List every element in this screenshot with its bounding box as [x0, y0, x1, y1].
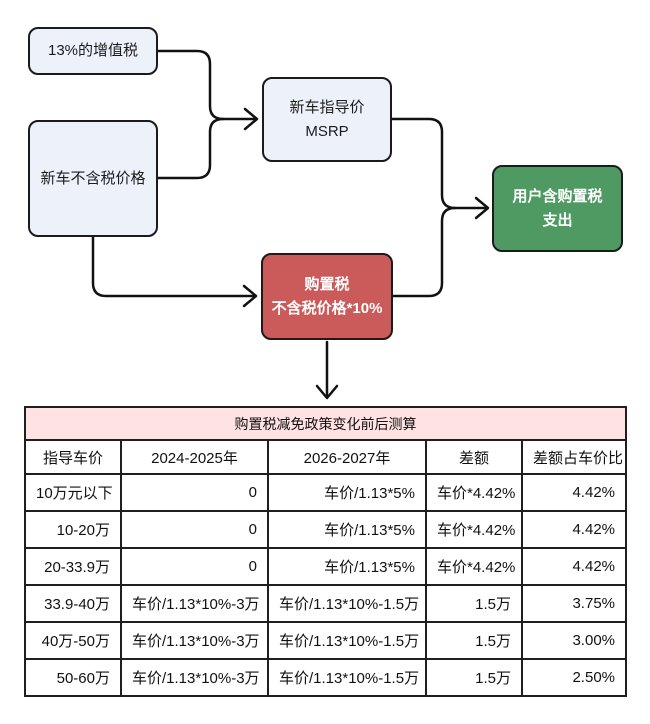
cell-price-band: 50-60万 [24, 658, 122, 697]
table-header-row: 指导车价 2024-2025年 2026-2027年 差额 差额占车价比 [24, 439, 628, 475]
table-row: 10-20万 0 车价/1.13*5% 车价*4.42% 4.42% [24, 510, 628, 549]
cell-2026-2027: 车价/1.13*5% [267, 473, 427, 512]
cell-price-band: 10-20万 [24, 510, 122, 549]
cell-difference: 1.5万 [425, 621, 523, 660]
cell-diff-ratio: 2.50% [520, 658, 628, 697]
node-user-cost-line2: 支出 [542, 211, 573, 229]
cell-2026-2027: 车价/1.13*10%-1.5万 [267, 658, 427, 697]
node-pretax-price: 新车不含税价格 [28, 120, 158, 237]
arrow-pretax-to-tax [91, 235, 255, 298]
cell-difference: 1.5万 [425, 584, 523, 623]
node-purchase-tax-line2: 不含税价格*10% [271, 299, 383, 317]
purchase-tax-flowchart: 13%的增值税 新车不含税价格 新车指导价 MSRP 购置税 不含税价格*10%… [28, 27, 623, 400]
col-header-diff-ratio: 差额占车价比 [520, 439, 628, 475]
col-header-price: 指导车价 [24, 439, 122, 475]
cell-2024-2025: 车价/1.13*10%-3万 [120, 658, 269, 697]
arrowhead-user [474, 196, 490, 220]
cell-difference: 车价*4.42% [425, 473, 523, 512]
tax-policy-table: 购置税减免政策变化前后测算 指导车价 2024-2025年 2026-2027年… [23, 406, 628, 697]
arrow-vat-to-msrp [156, 49, 256, 121]
cell-2024-2025: 0 [120, 473, 269, 512]
cell-difference: 1.5万 [425, 658, 523, 697]
arrow-tax-to-user [391, 206, 457, 298]
cell-2024-2025: 0 [120, 510, 269, 549]
arrowhead-msrp [243, 107, 259, 131]
connector-arrows [91, 49, 490, 400]
cell-difference: 车价*4.42% [425, 547, 523, 586]
table-title: 购置税减免政策变化前后测算 [23, 406, 628, 441]
node-pretax-price-label: 新车不含税价格 [40, 169, 146, 187]
node-vat-label: 13%的增值税 [47, 42, 139, 59]
cell-price-band: 40万-50万 [24, 621, 122, 660]
node-purchase-tax-line1: 购置税 [304, 275, 350, 293]
cell-diff-ratio: 4.42% [520, 547, 628, 586]
cell-diff-ratio: 4.42% [520, 473, 628, 512]
cell-price-band: 10万元以下 [24, 473, 122, 512]
cell-2024-2025: 0 [120, 547, 269, 586]
arrow-msrp-to-user [390, 117, 487, 210]
cell-2026-2027: 车价/1.13*5% [267, 547, 427, 586]
table-row: 20-33.9万 0 车价/1.13*5% 车价*4.42% 4.42% [24, 547, 628, 586]
cell-diff-ratio: 3.75% [520, 584, 628, 623]
table-row: 33.9-40万 车价/1.13*10%-3万 车价/1.13*10%-1.5万… [24, 584, 628, 623]
cell-price-band: 33.9-40万 [24, 584, 122, 623]
cell-2026-2027: 车价/1.13*10%-1.5万 [267, 621, 427, 660]
table-row: 10万元以下 0 车价/1.13*5% 车价*4.42% 4.42% [24, 473, 628, 512]
cell-2026-2027: 车价/1.13*5% [267, 510, 427, 549]
col-header-2024-2025: 2024-2025年 [120, 439, 269, 475]
table-title-row: 购置税减免政策变化前后测算 [23, 406, 628, 441]
cell-2024-2025: 车价/1.13*10%-3万 [120, 621, 269, 660]
col-header-difference: 差额 [425, 439, 523, 475]
cell-price-band: 20-33.9万 [24, 547, 122, 586]
cell-diff-ratio: 4.42% [520, 510, 628, 549]
arrow-pretax-to-msrp [156, 117, 225, 180]
node-vat: 13%的增值税 [28, 27, 158, 75]
node-msrp-line1: 新车指导价 [289, 98, 365, 116]
cell-2024-2025: 车价/1.13*10%-3万 [120, 584, 269, 623]
table-row: 50-60万 车价/1.13*10%-3万 车价/1.13*10%-1.5万 1… [24, 658, 628, 697]
arrowhead-tax [242, 284, 258, 308]
col-header-2026-2027: 2026-2027年 [267, 439, 427, 475]
node-purchase-tax: 购置税 不含税价格*10% [261, 253, 393, 340]
cell-diff-ratio: 3.00% [520, 621, 628, 660]
arrowhead-table [315, 384, 339, 400]
cell-difference: 车价*4.42% [425, 510, 523, 549]
table-row: 40万-50万 车价/1.13*10%-3万 车价/1.13*10%-1.5万 … [24, 621, 628, 660]
node-msrp: 新车指导价 MSRP [262, 77, 392, 162]
cell-2026-2027: 车价/1.13*10%-1.5万 [267, 584, 427, 623]
node-user-cost: 用户含购置税 支出 [492, 165, 623, 252]
node-user-cost-line1: 用户含购置税 [512, 187, 603, 205]
node-msrp-line2: MSRP [305, 122, 349, 140]
